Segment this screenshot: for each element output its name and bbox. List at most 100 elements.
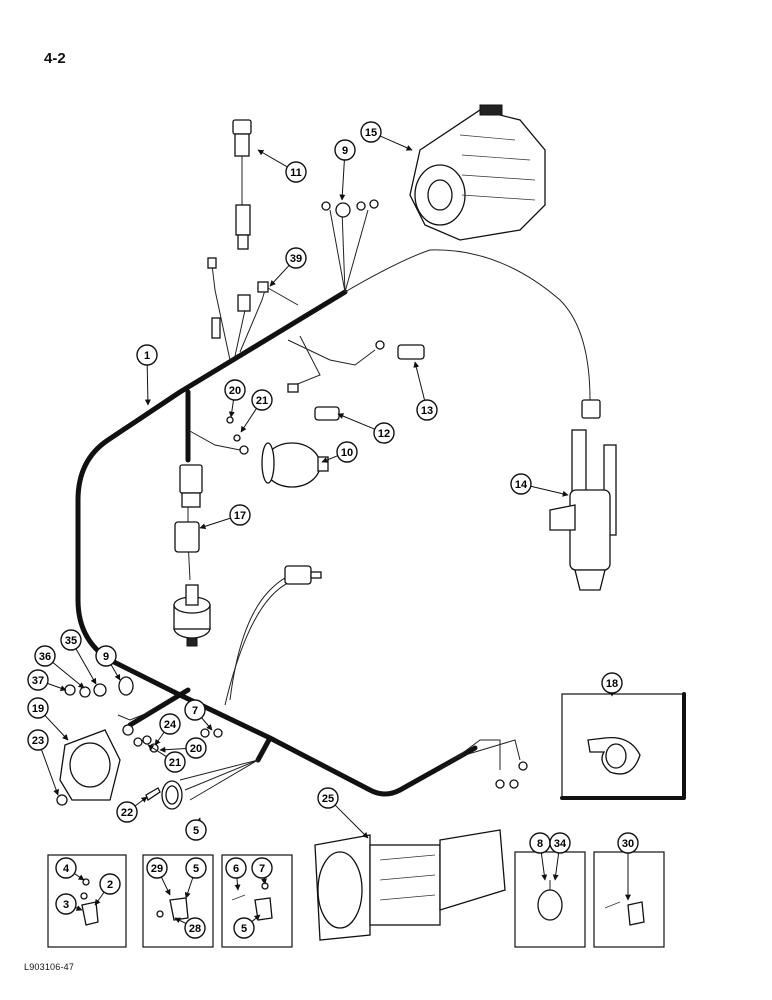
callout-4: 4 — [55, 857, 85, 881]
callout-leader — [75, 648, 97, 685]
callout-2: 2 — [94, 873, 121, 906]
callout-leader — [552, 852, 560, 881]
callout-label: 37 — [32, 675, 44, 687]
callout-leader — [184, 877, 194, 899]
callout-label: 30 — [622, 838, 634, 850]
pressure-switch-lower — [173, 584, 211, 647]
callout-circle — [184, 917, 206, 939]
callout-28: 28 — [174, 917, 206, 939]
callout-circle — [27, 697, 49, 719]
callout-30: 30 — [617, 832, 639, 901]
callout-label: 21 — [169, 757, 181, 769]
callout-leader — [334, 804, 369, 839]
figure-code: L903106-47 — [24, 962, 75, 972]
callout-leader — [228, 399, 235, 418]
callout-label: 5 — [193, 863, 199, 875]
page-number: 4-2 — [44, 50, 66, 67]
callout-5: 5 — [185, 817, 207, 841]
callout-leader — [257, 149, 288, 168]
inset-box-clip-30 — [593, 851, 665, 948]
callout-label: 7 — [259, 863, 265, 875]
callout-circle — [34, 645, 56, 667]
callout-circle — [416, 399, 438, 421]
callout-circle — [55, 893, 77, 915]
callout-circle — [185, 819, 207, 841]
alternator-15 — [409, 104, 546, 241]
ring-terminals-9 — [321, 199, 379, 218]
callout-label: 25 — [322, 793, 334, 805]
callout-9: 9 — [95, 645, 121, 681]
callout-circle — [360, 121, 382, 143]
callout-29: 29 — [146, 857, 171, 896]
callout-19: 19 — [27, 697, 69, 741]
callout-39: 39 — [269, 247, 307, 287]
callout-label: 5 — [193, 825, 199, 837]
hour-meter-10 — [261, 442, 329, 488]
callout-9: 9 — [334, 139, 356, 201]
callout-circle — [229, 504, 251, 526]
callout-11: 11 — [257, 149, 307, 183]
callout-label: 29 — [151, 863, 163, 875]
callout-label: 14 — [515, 479, 528, 491]
callout-circle — [373, 422, 395, 444]
callout-circle — [510, 473, 532, 495]
callout-circle — [99, 873, 121, 895]
callout-circle — [185, 857, 207, 879]
callout-37: 37 — [27, 669, 67, 692]
callout-circle — [164, 751, 186, 773]
callout-label: 1 — [144, 350, 150, 362]
callout-leader — [199, 517, 231, 530]
pressure-switch-11 — [232, 119, 252, 250]
callout-24: 24 — [154, 713, 181, 746]
callout-5: 5 — [233, 914, 261, 939]
callout-leader — [339, 159, 346, 201]
circuit-breaker-19 — [59, 724, 143, 801]
callout-leader — [110, 664, 121, 681]
callout-leader — [134, 796, 148, 807]
callout-circle — [251, 857, 273, 879]
callout-leader — [154, 731, 165, 746]
callout-8: 8 — [529, 832, 551, 881]
callout-leader — [160, 876, 171, 896]
callout-circle — [617, 832, 639, 854]
round-connector — [161, 780, 183, 810]
callout-leader — [174, 917, 187, 924]
callout-circle — [336, 441, 358, 463]
callout-circle — [285, 247, 307, 269]
callout-leader — [234, 877, 241, 891]
callout-leader — [261, 877, 267, 885]
callout-label: 20 — [229, 385, 241, 397]
switch-12 — [287, 383, 340, 421]
temperature-sender-39 — [207, 257, 299, 339]
callout-circle — [233, 917, 255, 939]
callout-21: 21 — [147, 744, 186, 773]
callout-label: 23 — [32, 735, 44, 747]
callout-circle — [55, 857, 77, 879]
callout-label: 10 — [341, 447, 353, 459]
callout-leader — [40, 749, 59, 796]
callout-circle — [136, 344, 158, 366]
callout-label: 28 — [189, 923, 201, 935]
callout-label: 19 — [32, 703, 44, 715]
callout-label: 21 — [256, 395, 268, 407]
callout-20: 20 — [224, 379, 246, 418]
callout-21: 21 — [240, 389, 273, 433]
callout-circle — [27, 729, 49, 751]
callout-22: 22 — [116, 796, 148, 823]
callout-label: 8 — [537, 838, 543, 850]
callout-14: 14 — [510, 473, 569, 497]
callout-circle — [27, 669, 49, 691]
inset-box-clamp-8-34 — [514, 851, 586, 948]
callout-15: 15 — [360, 121, 413, 151]
callout-circle — [285, 161, 307, 183]
callout-25: 25 — [317, 787, 369, 839]
callout-5: 5 — [184, 857, 207, 899]
callout-leader — [251, 914, 261, 923]
inset-clamp-18 — [560, 692, 686, 800]
relay-14 — [549, 399, 617, 591]
callout-leader — [94, 891, 105, 906]
callout-leader — [201, 717, 213, 731]
callout-label: 5 — [241, 923, 247, 935]
callout-label: 2 — [107, 879, 113, 891]
